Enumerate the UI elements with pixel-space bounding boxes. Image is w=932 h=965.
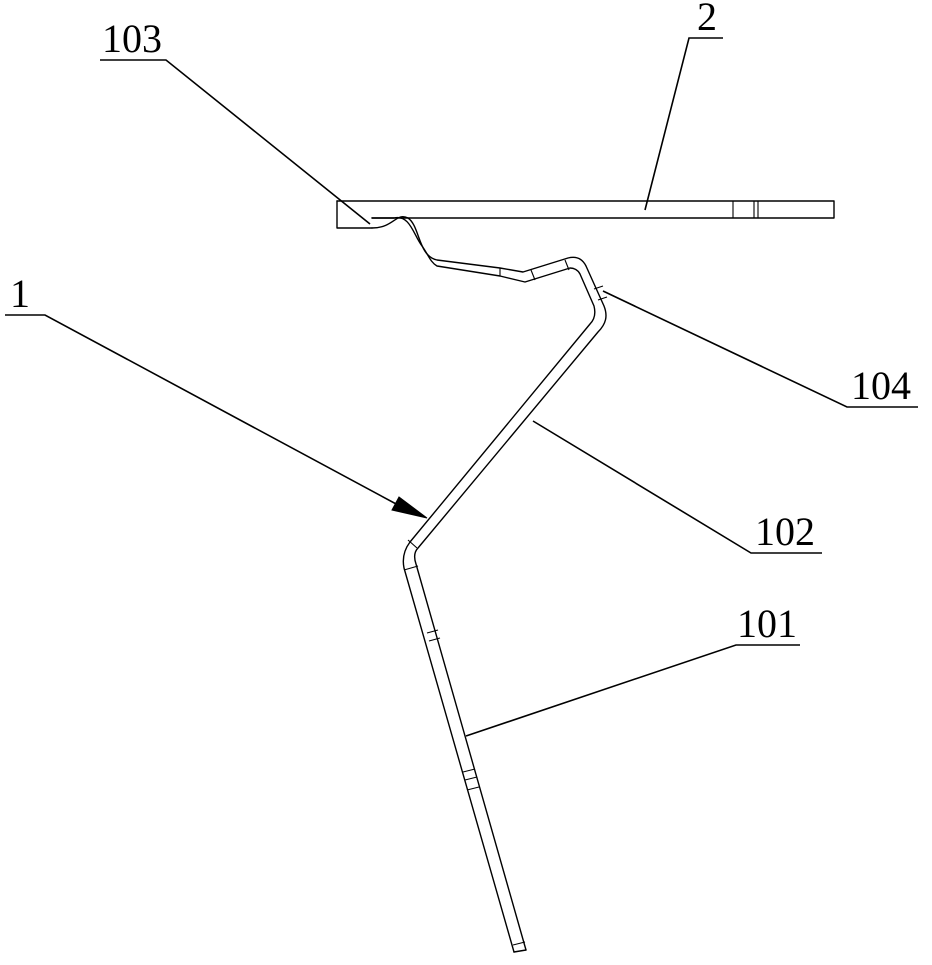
- label-2: 2: [697, 0, 717, 39]
- label-103: 103: [102, 16, 162, 61]
- label-1: 1: [10, 271, 30, 316]
- arrowhead-1: [392, 497, 427, 518]
- part-labels: 103 2 1 104 102 101: [10, 0, 911, 646]
- label-104: 104: [851, 363, 911, 408]
- leader-2: [645, 38, 723, 210]
- leader-103: [100, 60, 370, 224]
- bent-strip-component-1: [372, 217, 607, 952]
- leader-101: [466, 645, 800, 736]
- label-102: 102: [755, 509, 815, 554]
- leader-1: [5, 315, 398, 505]
- plate-component-2: [337, 201, 834, 228]
- label-101: 101: [737, 601, 797, 646]
